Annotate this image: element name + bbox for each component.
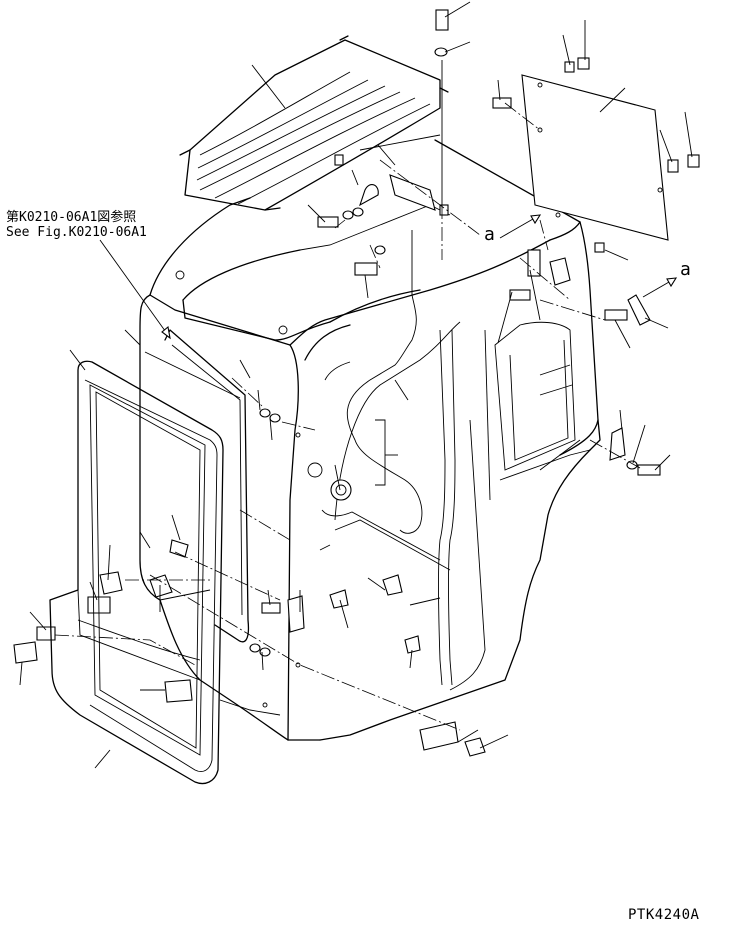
reference-note: 第K0210-06A1図参照 See Fig.K0210-06A1 (6, 210, 147, 240)
top-bolt (435, 9, 449, 31)
reference-note-japanese: 第K0210-06A1図参照 (6, 210, 137, 225)
door (49, 360, 224, 785)
drawing-code: PTK4240A (628, 907, 700, 923)
leader-lines (19, 1, 693, 769)
door-glass (144, 351, 241, 399)
top-washer (434, 47, 448, 57)
arrows (99, 214, 678, 340)
door-harness (438, 329, 446, 686)
hardware (13, 57, 700, 757)
wire-harness (346, 230, 423, 534)
centre-lines (54, 102, 641, 731)
rear-panel (521, 74, 669, 241)
marker-a-upper: a (484, 224, 495, 245)
door-harness-2 (448, 329, 456, 686)
cab-body (139, 134, 601, 741)
marker-a-right: a (680, 259, 691, 280)
roof-cover (179, 35, 449, 211)
roof-bracket (334, 154, 449, 216)
reference-note-english: See Fig.K0210-06A1 (6, 225, 147, 240)
